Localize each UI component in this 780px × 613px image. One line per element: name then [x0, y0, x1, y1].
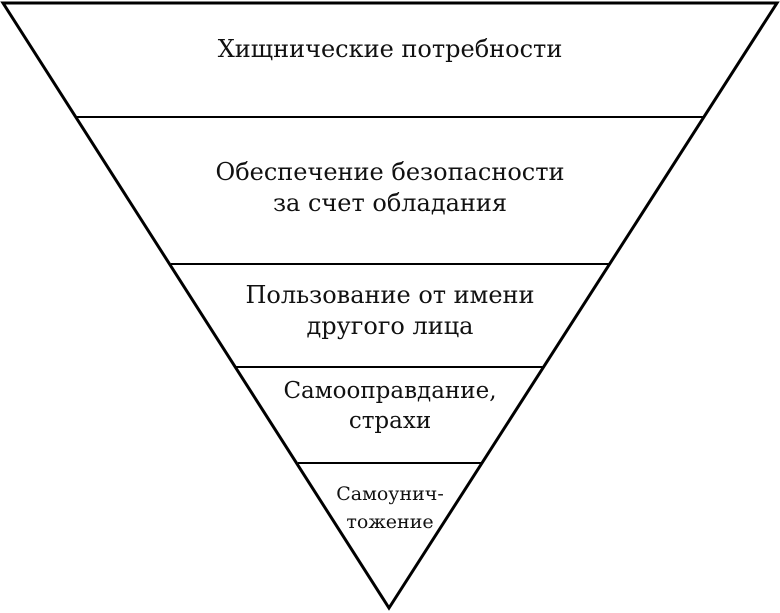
- level-3-line-1: Пользование от имени: [245, 281, 535, 309]
- level-4-label: Самооправдание, страхи: [0, 377, 780, 437]
- level-4-line-1: Самооправдание,: [283, 378, 497, 404]
- level-4-line-2: страхи: [348, 407, 432, 434]
- level-2-line-1: Обеспечение безопасности: [215, 158, 565, 186]
- level-5-line-1: Самоунич-: [336, 483, 444, 505]
- level-3-line-2: другого лица: [306, 312, 474, 341]
- level-3-label: Пользование от имени другого лица: [0, 280, 780, 342]
- level-5-label: Самоунич- тожение: [0, 481, 780, 536]
- level-1-label: Хищнические потребности: [0, 34, 780, 65]
- level-2-label: Обеспечение безопасности за счет обладан…: [0, 157, 780, 219]
- level-1-line-1: Хищнические потребности: [217, 35, 563, 63]
- level-5-line-2: тожение: [346, 510, 434, 533]
- level-2-line-2: за счет обладания: [272, 189, 508, 218]
